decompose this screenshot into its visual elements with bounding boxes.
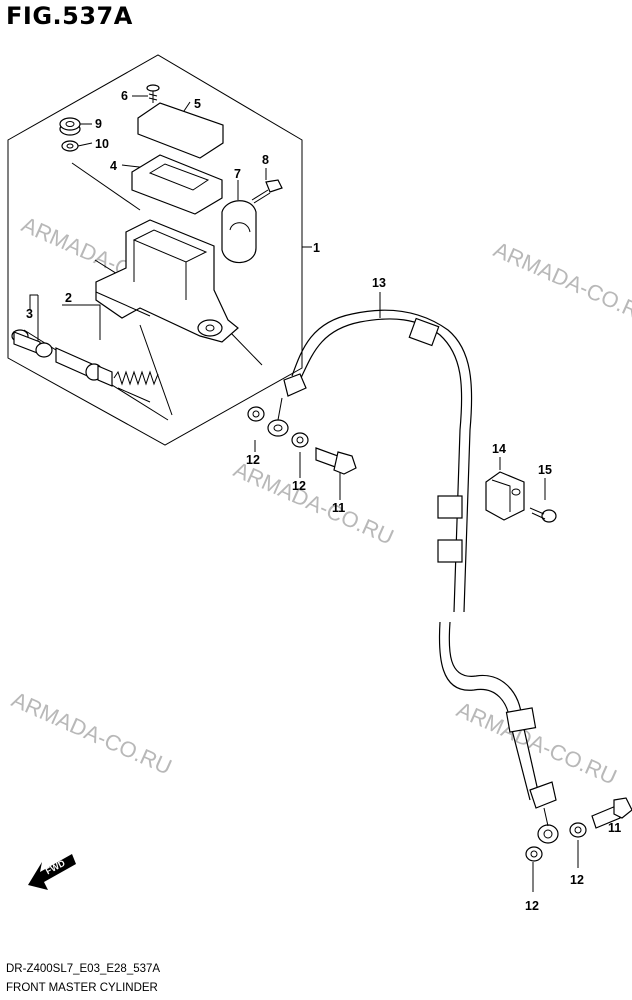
watermark-3: ARMADA-CO.RU: [230, 457, 398, 550]
watermark-4: ARMADA-CO.RU: [8, 687, 176, 780]
callout-6: 6: [121, 89, 128, 103]
callout-9: 9: [95, 117, 102, 131]
callout-5: 5: [194, 97, 201, 111]
callout-4: 4: [110, 159, 117, 173]
part-8-bolt: [251, 179, 283, 204]
fwd-arrow: FWD: [28, 854, 76, 890]
callout-12-a: 12: [246, 453, 260, 467]
callout-12-d: 12: [570, 873, 584, 887]
watermark-5: ARMADA-CO.RU: [453, 697, 621, 790]
part-5-cap: [137, 102, 224, 159]
part-6-screw: [146, 84, 160, 103]
callout-7: 7: [234, 167, 241, 181]
part-12-washers: [247, 406, 587, 862]
part-10-float: [61, 140, 79, 152]
callout-11-a: 11: [332, 501, 345, 515]
part-2-piston-kit: [55, 347, 159, 403]
part-3-boot: [11, 329, 53, 358]
part-4-diaphragm-plate: [131, 154, 223, 215]
watermark-2: ARMADA-CO.RU: [490, 237, 632, 330]
part-11-union-bolts: [315, 447, 632, 829]
assembly-outline: [7, 54, 303, 446]
model-code: DR-Z400SL7_E03_E28_537A: [6, 963, 161, 975]
part-7-bracket: [221, 200, 257, 264]
callout-12-c: 12: [525, 899, 539, 913]
part-9-seal: [59, 117, 81, 136]
callout-1: 1: [313, 241, 320, 255]
part-15-screw: [529, 507, 557, 523]
part-13-brake-hose: [267, 309, 559, 844]
callout-12-b: 12: [292, 479, 306, 493]
callout-13: 13: [372, 276, 386, 290]
callout-3: 3: [26, 307, 33, 321]
callout-10: 10: [95, 137, 109, 151]
master-cylinder-body: [95, 219, 239, 343]
callout-8: 8: [262, 153, 269, 167]
callout-11-b: 11: [608, 821, 621, 835]
callout-labels: 1 2 3 4 5 6 7 8 9 10 11 11 12 12 12 12 1…: [26, 89, 621, 913]
callout-2: 2: [65, 291, 72, 305]
callout-15: 15: [538, 463, 552, 477]
callout-14: 14: [492, 442, 506, 456]
figure-caption: FRONT MASTER CYLINDER: [6, 982, 158, 994]
part-14-clamp: [485, 471, 525, 521]
figure-title: FIG.537A: [6, 2, 133, 30]
